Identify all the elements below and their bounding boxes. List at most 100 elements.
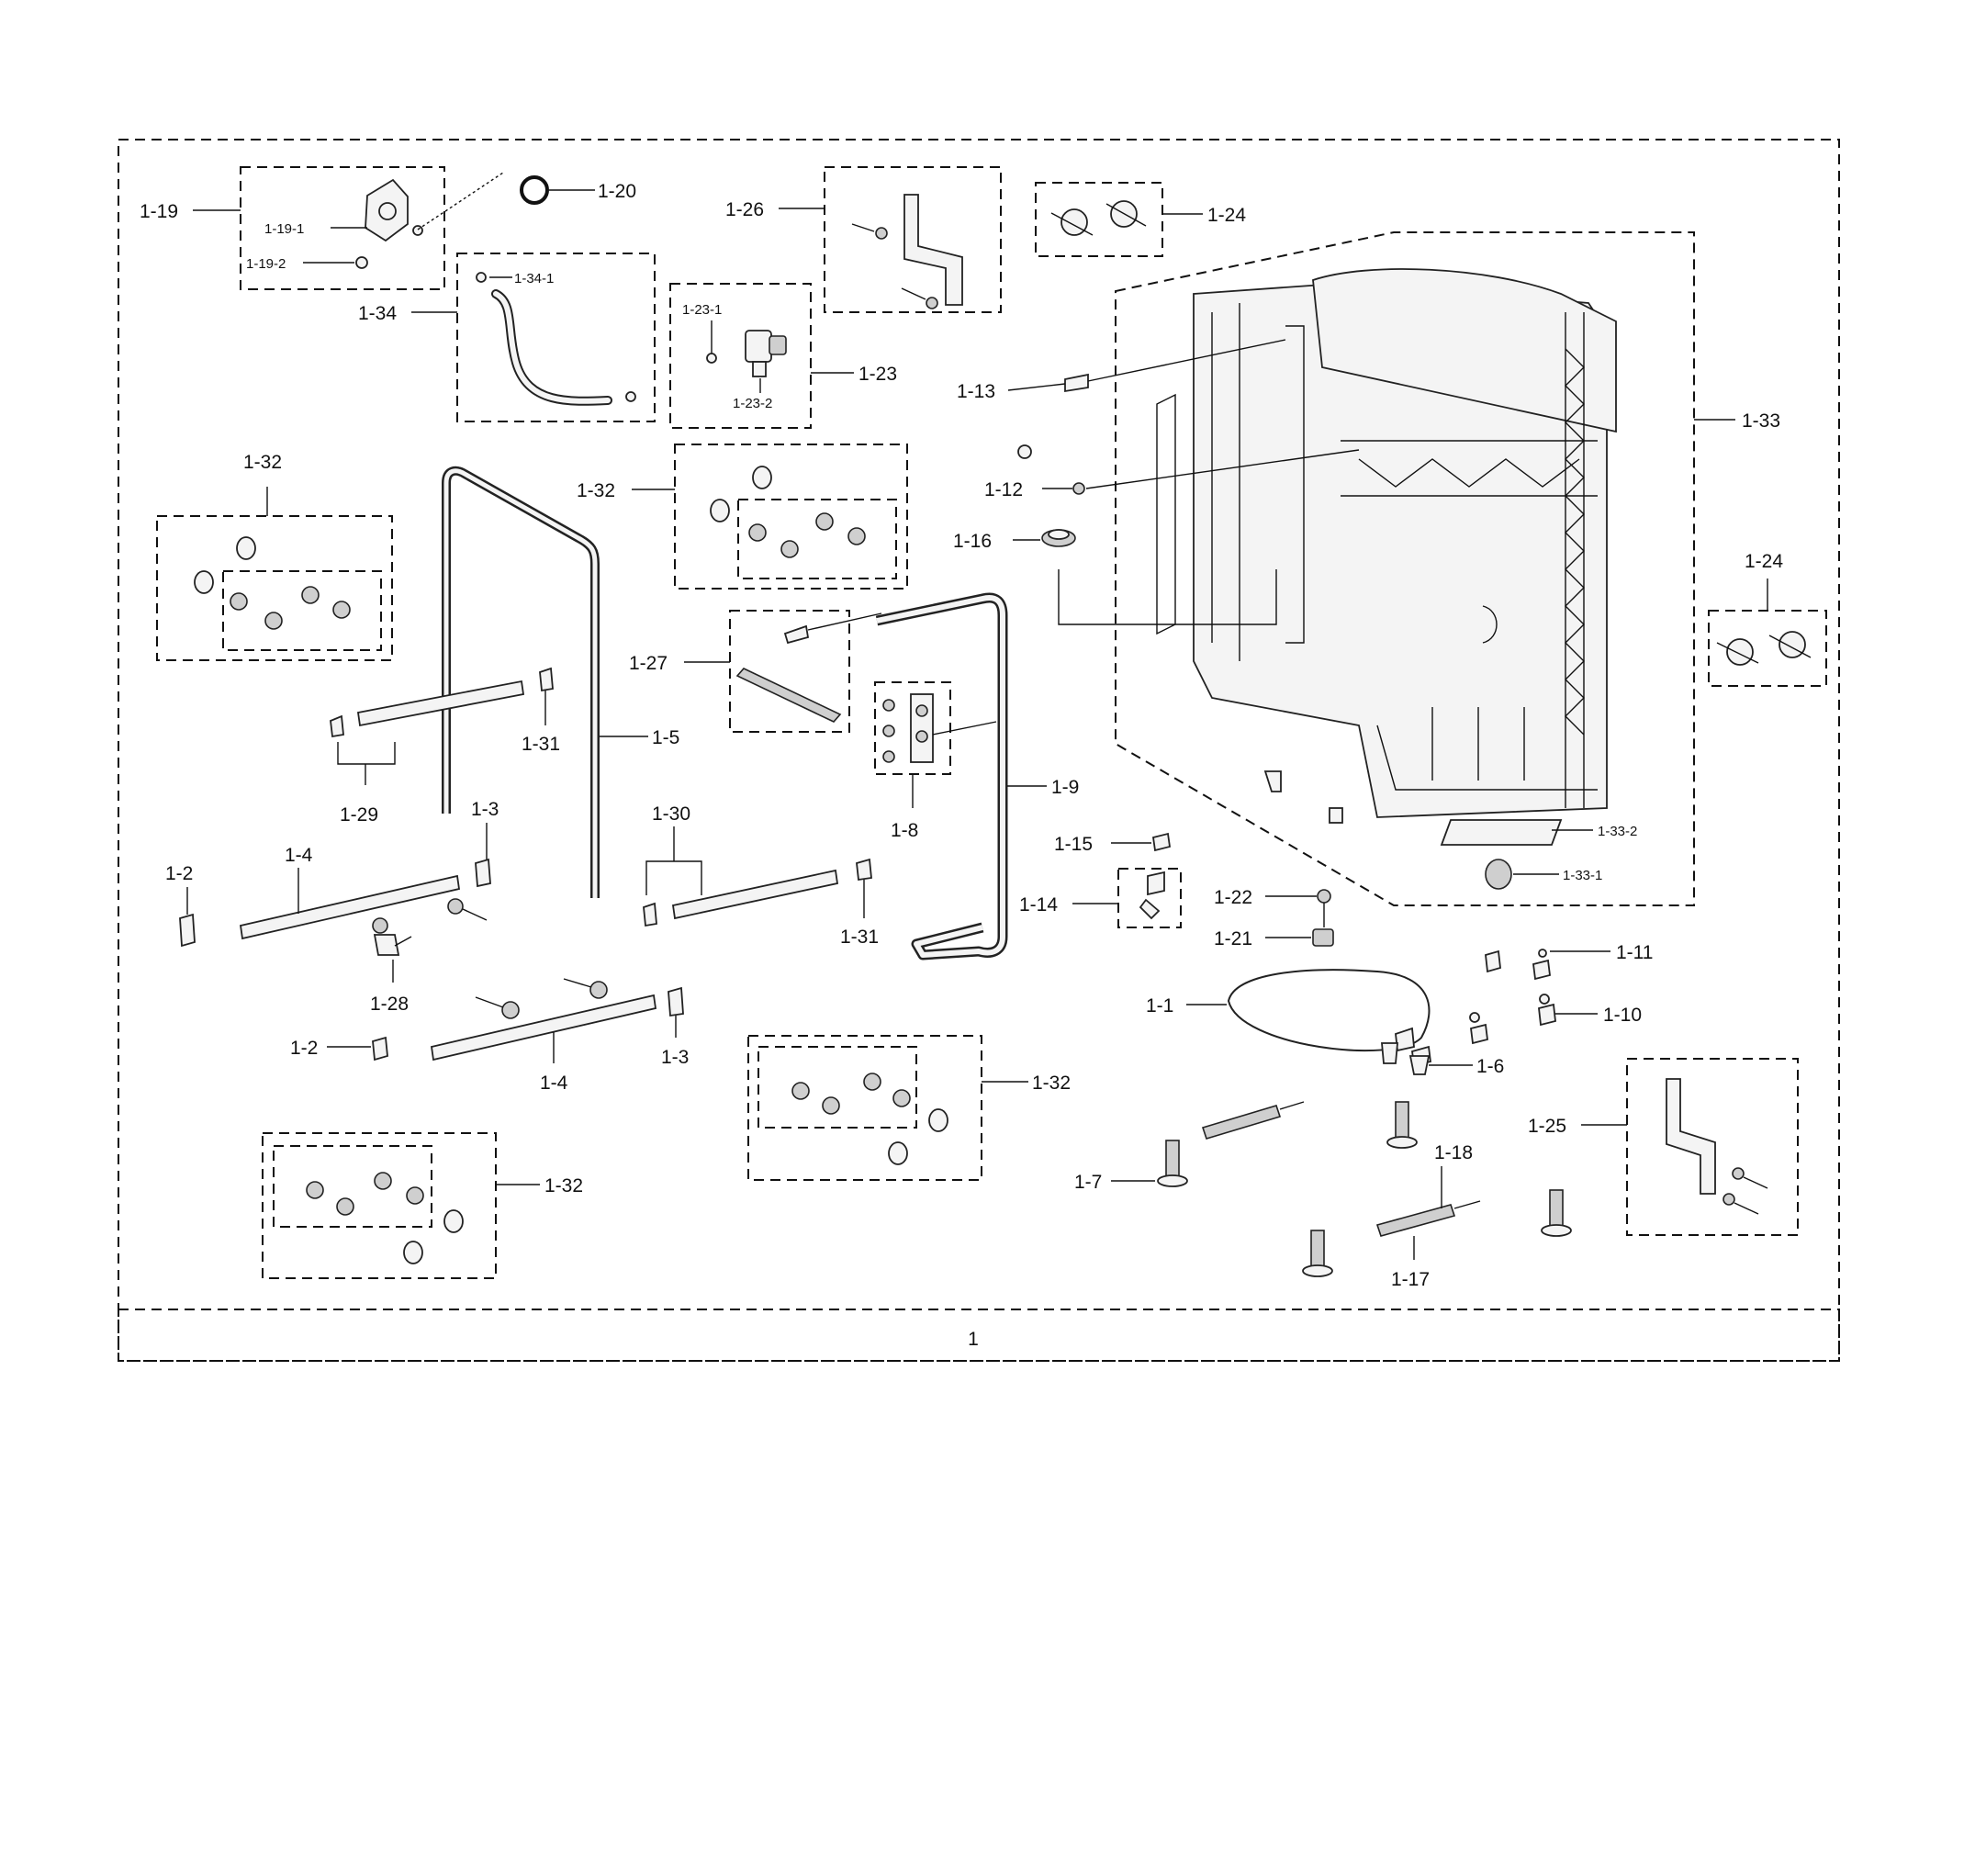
part-1-7-foot [1157, 1140, 1188, 1187]
label-1-4-b[interactable]: 1-4 [540, 1073, 568, 1094]
label-1-24-right[interactable]: 1-24 [1745, 551, 1783, 572]
part-1-4-rail-a [239, 874, 461, 940]
label-1-18[interactable]: 1-18 [1434, 1142, 1473, 1163]
part-1-21-block [1312, 928, 1334, 947]
part-1-15-switch [1151, 832, 1172, 852]
label-1-20[interactable]: 1-20 [598, 181, 636, 202]
group-box-1-34 [456, 253, 656, 422]
group-box-1-19 [240, 166, 445, 290]
label-1-6[interactable]: 1-6 [1476, 1056, 1504, 1077]
label-1-33-2[interactable]: 1-33-2 [1598, 824, 1637, 839]
part-1-13-clip [1064, 373, 1089, 393]
part-1-34-1-ring [476, 272, 487, 283]
label-1-30[interactable]: 1-30 [652, 803, 690, 825]
part-foot-lower-right [1541, 1189, 1572, 1237]
label-1-19-2[interactable]: 1-19-2 [246, 256, 286, 272]
part-1-1-wire-harness [1227, 969, 1431, 1052]
part-1-4-rail-b [430, 994, 657, 1062]
label-1-29[interactable]: 1-29 [340, 804, 378, 826]
part-1-19-2-ring [355, 256, 368, 269]
group-box-1-32-a [156, 515, 393, 661]
label-1-12[interactable]: 1-12 [984, 479, 1023, 500]
part-1-28-bracket [372, 917, 400, 956]
label-1-28[interactable]: 1-28 [370, 994, 409, 1015]
label-1-23-1[interactable]: 1-23-1 [682, 302, 722, 318]
part-1-27-arm [735, 668, 842, 723]
label-1-10[interactable]: 1-10 [1603, 1005, 1642, 1026]
part-1-33-1-disc [1485, 859, 1512, 890]
label-1-4-a[interactable]: 1-4 [285, 845, 313, 866]
label-1-24-top[interactable]: 1-24 [1207, 205, 1246, 226]
label-1-32-a[interactable]: 1-32 [243, 452, 282, 473]
part-1-6-grommet [1408, 1055, 1431, 1075]
part-1-17-leg [1375, 1200, 1481, 1237]
part-1-25-bracket [1666, 1078, 1768, 1215]
part-1-26-bracket [851, 194, 963, 309]
label-1-16[interactable]: 1-16 [953, 531, 992, 552]
label-1-31-a[interactable]: 1-31 [522, 734, 560, 755]
label-1-14[interactable]: 1-14 [1019, 894, 1058, 916]
part-1-29-rail [356, 680, 525, 727]
group-box-1-24-right [1708, 610, 1827, 687]
group-box-1-32-d [262, 1132, 497, 1279]
label-1-3-a[interactable]: 1-3 [471, 799, 499, 820]
part-1-23-valve [745, 330, 787, 377]
part-leg-upper-left [1201, 1101, 1305, 1140]
label-1-8[interactable]: 1-8 [891, 820, 918, 841]
group-box-1-24-top [1035, 182, 1163, 257]
label-1-25[interactable]: 1-25 [1528, 1116, 1566, 1137]
label-1-33[interactable]: 1-33 [1742, 410, 1780, 432]
part-1-8-rollers [882, 693, 934, 763]
label-1-34[interactable]: 1-34 [358, 303, 397, 324]
label-1-23-2[interactable]: 1-23-2 [733, 396, 772, 411]
label-1-9[interactable]: 1-9 [1051, 777, 1079, 798]
part-1-3-clip-a [475, 858, 491, 888]
part-1-2-clip-a [179, 913, 196, 948]
part-foot-lower-left [1302, 1230, 1333, 1277]
label-1-11[interactable]: 1-11 [1616, 942, 1653, 963]
label-1-32-d[interactable]: 1-32 [544, 1175, 583, 1196]
label-1-3-b[interactable]: 1-3 [661, 1047, 689, 1068]
label-1-32-c[interactable]: 1-32 [1032, 1073, 1071, 1094]
group-box-1-32-b [674, 444, 908, 590]
group-box-1-23 [669, 283, 812, 429]
label-1-7[interactable]: 1-7 [1074, 1172, 1102, 1193]
part-1-22-cap [1317, 889, 1331, 904]
part-1-12-plug [1072, 482, 1085, 495]
part-1-33-2-pad [1440, 819, 1563, 846]
part-1-10-clip [1538, 1003, 1556, 1027]
part-1-31-clip-b [856, 858, 872, 882]
label-1-19[interactable]: 1-19 [140, 201, 178, 222]
group-box-1-27 [729, 610, 850, 733]
label-1-2-a[interactable]: 1-2 [165, 863, 193, 884]
group-box-1-25 [1626, 1058, 1799, 1236]
part-1-2-clip-b [372, 1036, 388, 1062]
part-1-31-clip-a [539, 667, 554, 692]
label-1-34-1[interactable]: 1-34-1 [514, 271, 554, 286]
label-1[interactable]: 1 [968, 1329, 979, 1350]
label-1-1[interactable]: 1-1 [1146, 995, 1173, 1017]
part-1-3-clip-b [668, 986, 684, 1017]
label-1-33-1[interactable]: 1-33-1 [1563, 868, 1602, 883]
label-1-22[interactable]: 1-22 [1214, 887, 1252, 908]
part-1-20-oring [520, 175, 549, 205]
part-1-33-tub [1156, 268, 1617, 818]
label-1-13[interactable]: 1-13 [957, 381, 995, 402]
label-1-5[interactable]: 1-5 [652, 727, 679, 748]
label-1-17[interactable]: 1-17 [1391, 1269, 1430, 1290]
part-1-16-cap [1041, 529, 1076, 547]
label-1-26[interactable]: 1-26 [725, 199, 764, 220]
label-1-23[interactable]: 1-23 [858, 364, 897, 385]
assembly-title-box [118, 1309, 1840, 1362]
group-box-1-32-c [747, 1035, 982, 1181]
group-box-1-33 [1115, 231, 1695, 906]
label-1-32-b[interactable]: 1-32 [577, 480, 615, 501]
label-1-15[interactable]: 1-15 [1054, 834, 1093, 855]
label-1-19-1[interactable]: 1-19-1 [264, 221, 304, 237]
label-1-2-b[interactable]: 1-2 [290, 1038, 318, 1059]
part-1-30-rail [671, 869, 839, 920]
label-1-27[interactable]: 1-27 [629, 653, 668, 674]
label-1-21[interactable]: 1-21 [1214, 928, 1252, 949]
label-1-31-b[interactable]: 1-31 [840, 927, 879, 948]
